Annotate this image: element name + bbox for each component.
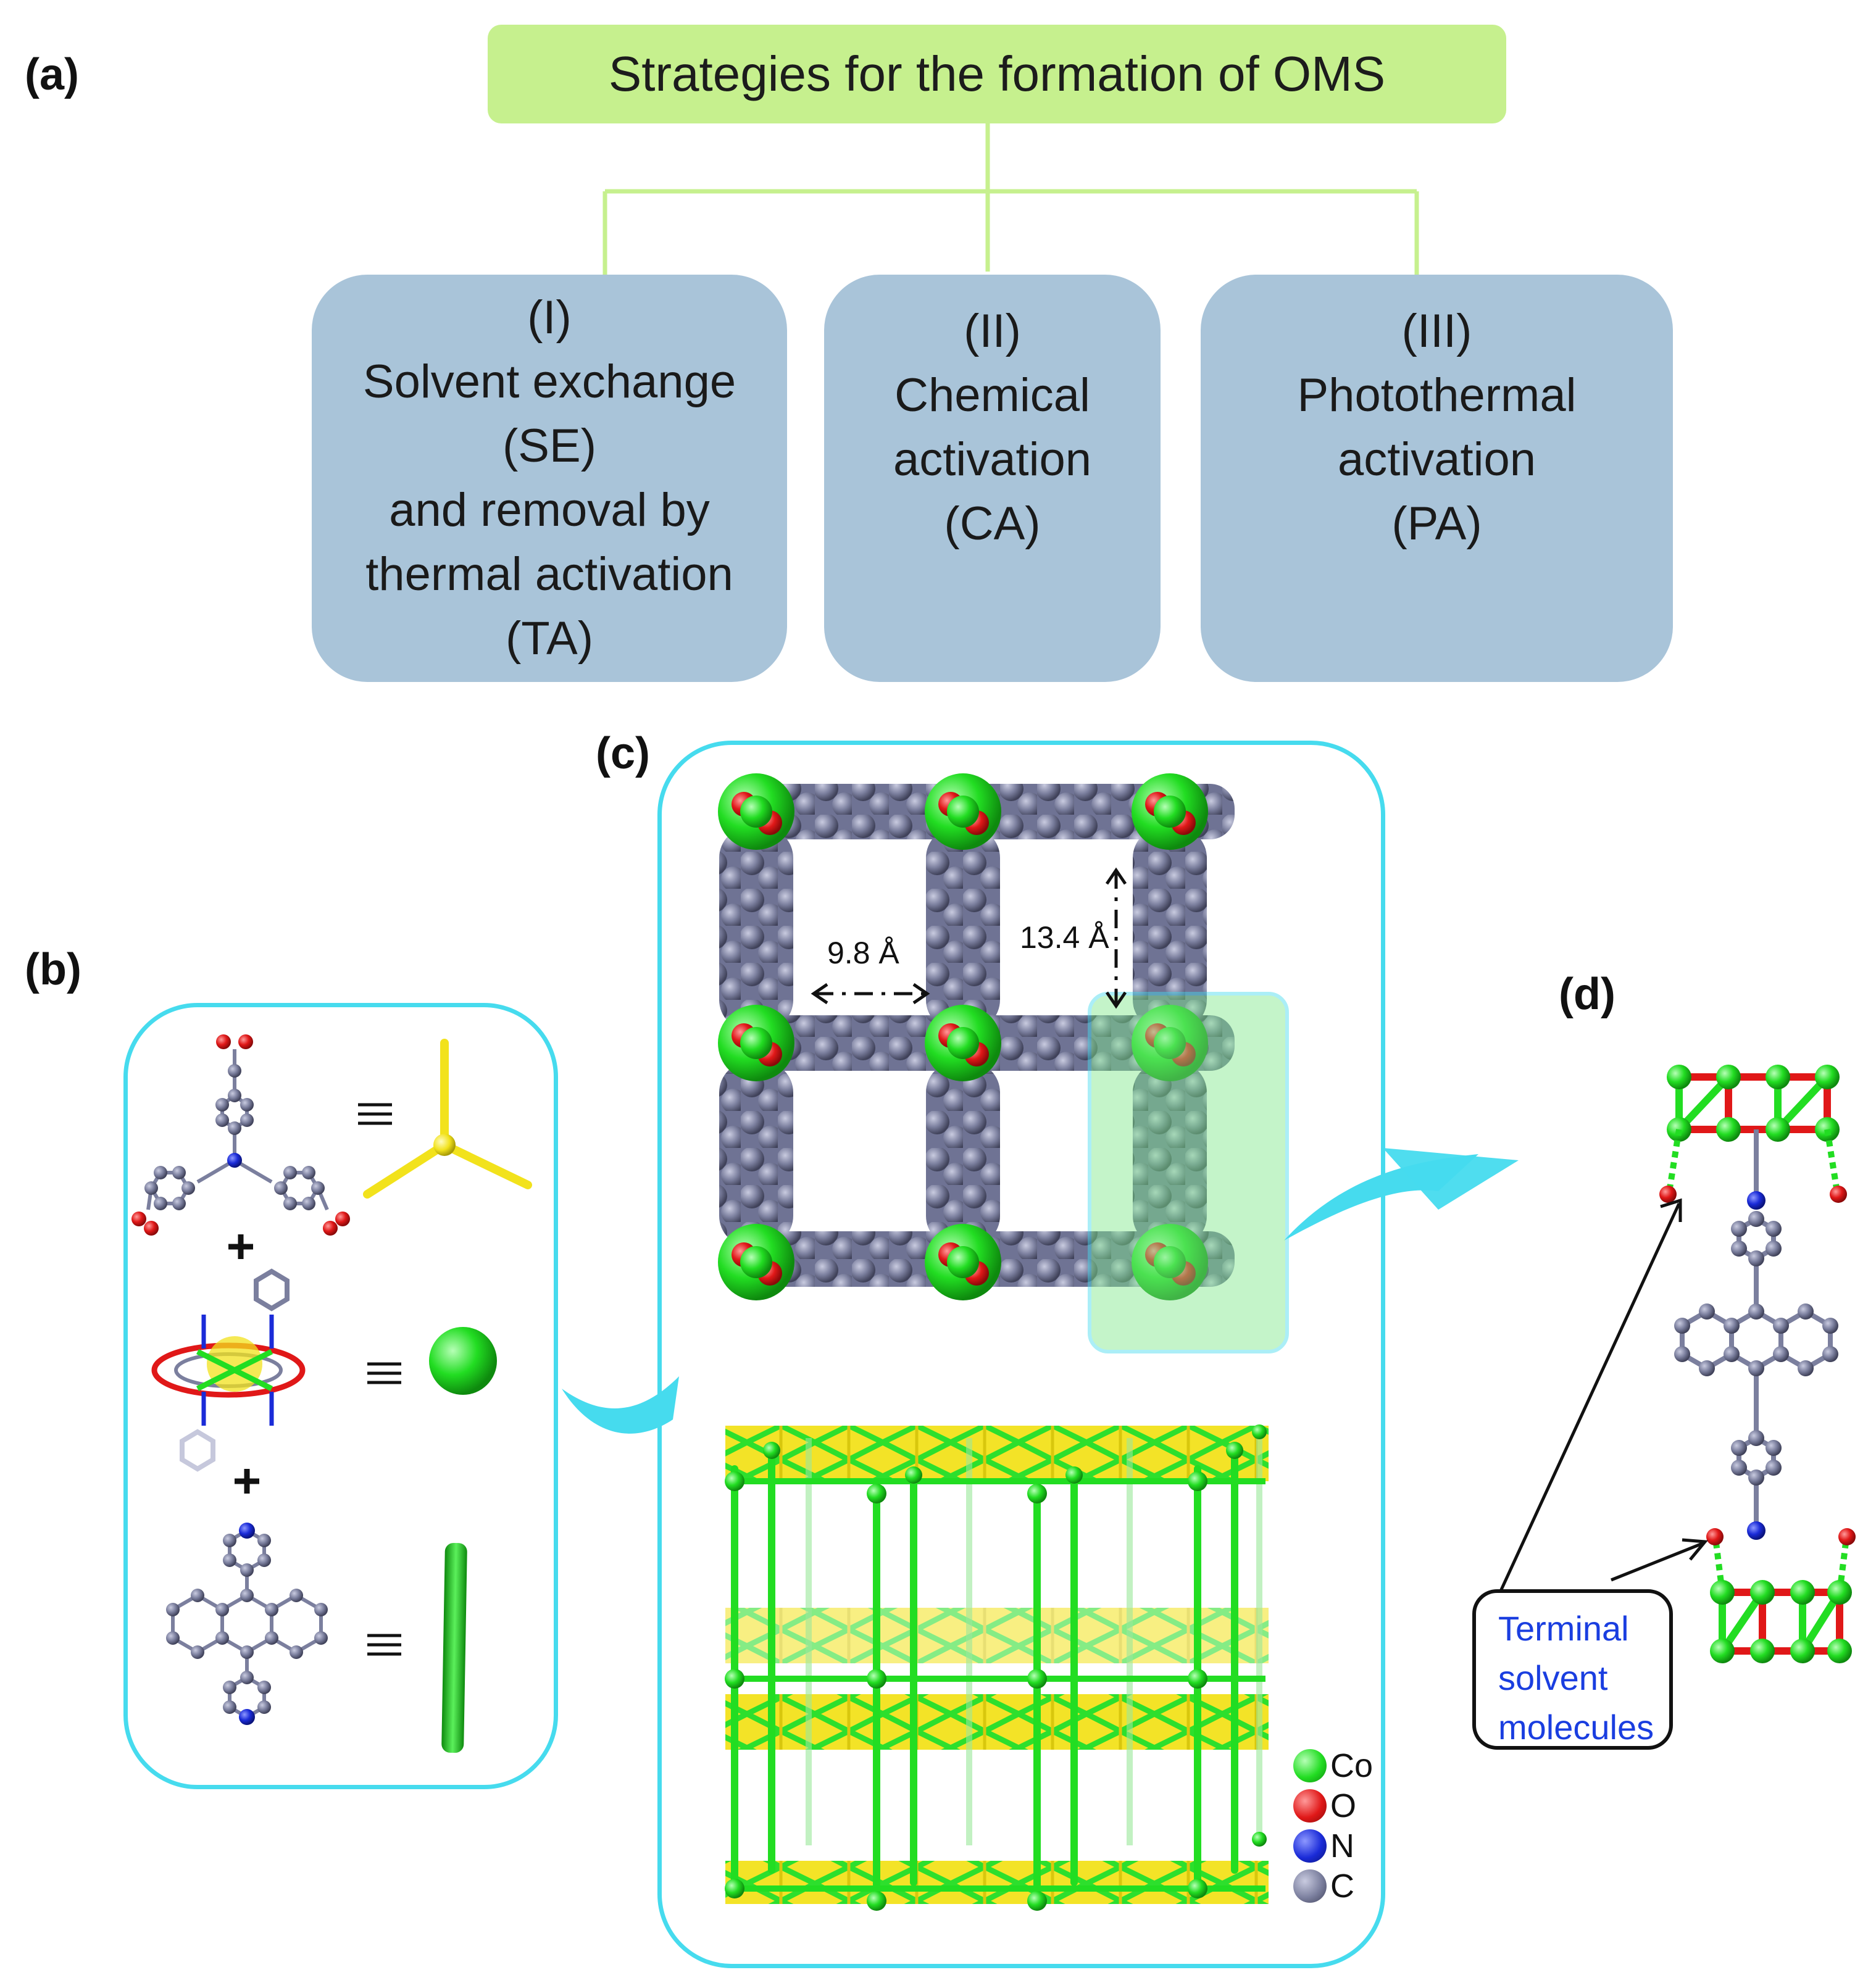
- panel-label-d: (d): [1559, 970, 1615, 1019]
- cluster-node-sphere: [429, 1327, 497, 1395]
- three-connected-node: [363, 1039, 532, 1199]
- legend-item-co: Co: [1293, 1747, 1373, 1785]
- anthracene-bipyridine-ligand: [166, 1523, 328, 1725]
- pore-size-vertical: 13.4 Å: [1020, 920, 1109, 955]
- legend-label-o: O: [1330, 1787, 1357, 1824]
- strategy-3-line-2: Photothermal: [1297, 369, 1577, 422]
- callout-line-1: Terminal: [1498, 1609, 1629, 1648]
- pore-dimension-arrows: [811, 867, 1127, 1009]
- legend-dot-n: [1293, 1829, 1327, 1863]
- pillar-rod: [441, 1542, 467, 1753]
- terminal-solvent-callout: Terminal solvent molecules: [1472, 1589, 1673, 1750]
- strategy-3-line-3: activation: [1337, 433, 1536, 486]
- flow-arrow-b-to-c: [562, 1376, 679, 1434]
- strategies-title: Strategies for the formation of OMS: [488, 25, 1506, 123]
- legend-dot-o: [1293, 1789, 1327, 1823]
- legend-item-n: N: [1293, 1827, 1354, 1865]
- equivalence-sign-3: [367, 1634, 401, 1656]
- callout-line-2: solvent: [1498, 1658, 1608, 1697]
- topology-network: [725, 1424, 1269, 1911]
- highlighted-pillar-unit: [1088, 992, 1289, 1353]
- legend-item-c: C: [1293, 1867, 1354, 1905]
- strategy-1-line-4: and removal by: [389, 484, 710, 536]
- strategy-2-line-3: activation: [893, 433, 1092, 486]
- plus-sign-2: [235, 1469, 259, 1494]
- legend-dot-c: [1293, 1869, 1327, 1903]
- strategy-2-line-4: (CA): [944, 497, 1041, 550]
- strategy-3-line-4: (PA): [1391, 497, 1482, 550]
- legend-label-n: N: [1330, 1827, 1354, 1865]
- pillar-unit-detail: [1659, 1065, 1856, 1663]
- callout-line-3: molecules: [1498, 1708, 1654, 1747]
- strategy-2-line-1: (II): [964, 305, 1021, 357]
- strategy-1-line-1: (I): [527, 291, 572, 344]
- cobalt-cluster: [151, 1268, 306, 1472]
- strategy-1-line-2: Solvent exchange: [362, 355, 736, 408]
- plus-sign-1: [228, 1234, 253, 1259]
- space-filling-framework: [718, 773, 1289, 1353]
- strategy-photothermal-activation: (III) Photothermal activation (PA): [1201, 275, 1673, 682]
- legend-label-co: Co: [1330, 1747, 1374, 1784]
- strategy-chemical-activation: (II) Chemical activation (CA): [824, 275, 1161, 682]
- equivalence-sign-1: [358, 1103, 392, 1125]
- strategy-1-line-6: (TA): [505, 612, 594, 665]
- panel-label-b: (b): [25, 945, 81, 994]
- strategy-solvent-exchange: (I) Solvent exchange (SE) and removal by…: [312, 275, 787, 682]
- legend-label-c: C: [1330, 1868, 1354, 1905]
- strategy-3-line-1: (III): [1401, 305, 1472, 357]
- strategy-1-line-3: (SE): [502, 420, 596, 472]
- pore-size-horizontal: 9.8 Å: [827, 936, 899, 970]
- panel-label-a: (a): [25, 50, 79, 99]
- strategy-1-line-5: thermal activation: [365, 548, 733, 601]
- legend-dot-co: [1293, 1749, 1327, 1782]
- equivalence-sign-2: [367, 1362, 401, 1384]
- panel-label-c: (c): [596, 729, 650, 778]
- legend-item-o: O: [1293, 1787, 1356, 1825]
- callout-pointers: [1498, 1198, 1708, 1594]
- strategy-2-line-2: Chemical: [894, 369, 1090, 422]
- tricarboxylate-ligand: [131, 1034, 350, 1236]
